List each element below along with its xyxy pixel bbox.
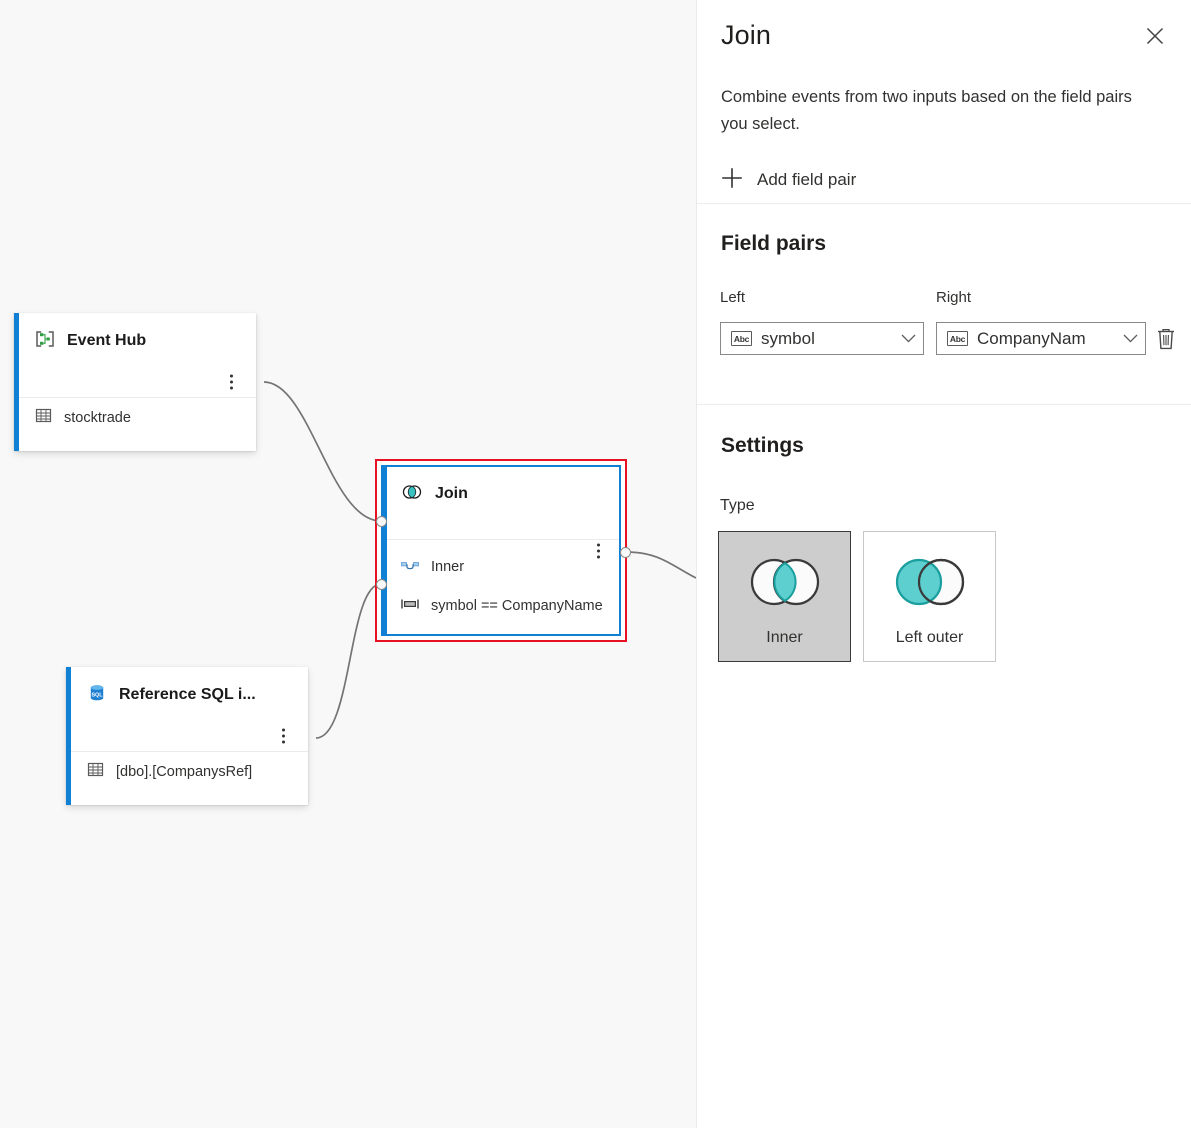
abc-type-icon: Abc — [947, 331, 968, 346]
panel-title: Join — [721, 20, 771, 50]
node-row-field-pair[interactable]: symbol == CompanyName — [387, 591, 619, 621]
node-divider — [387, 539, 619, 540]
port-join-input-top[interactable] — [376, 516, 387, 527]
node-more-menu-icon[interactable] — [230, 372, 234, 393]
panel-divider-top — [697, 203, 1191, 204]
right-field-value: CompanyNam — [977, 328, 1086, 348]
right-column-label: Right — [936, 289, 972, 306]
node-join[interactable]: Join Inner symbol == Co — [375, 459, 631, 642]
join-type-option-inner[interactable]: Inner — [718, 531, 851, 662]
venn-inner-icon — [740, 554, 830, 615]
sql-database-icon: SQL — [87, 683, 107, 708]
chevron-down-icon[interactable] — [893, 334, 923, 343]
join-type-option-label: Left outer — [895, 629, 964, 646]
field-pairs-heading: Field pairs — [721, 232, 827, 255]
panel-description: Combine events from two inputs based on … — [721, 88, 1132, 133]
type-label: Type — [720, 497, 755, 514]
svg-text:SQL: SQL — [91, 692, 103, 698]
port-join-input-bottom[interactable] — [376, 579, 387, 590]
venn-left-outer-icon — [885, 554, 975, 615]
edge-sqlref-to-join — [315, 583, 382, 739]
close-icon[interactable] — [1135, 16, 1175, 56]
node-more-menu-icon[interactable] — [282, 726, 286, 747]
node-row-stream[interactable]: stocktrade — [19, 403, 256, 433]
node-row-label: stocktrade — [64, 410, 131, 426]
node-event-hub[interactable]: Event Hub stocktrade — [14, 313, 263, 701]
node-row-label: Inner — [431, 559, 465, 575]
left-field-dropdown[interactable]: Abc symbol — [720, 322, 924, 355]
join-type-option-left-outer[interactable]: Left outer — [863, 531, 996, 662]
node-divider — [19, 397, 256, 398]
table-icon — [35, 407, 52, 429]
node-header: SQL Reference SQL i... — [71, 667, 308, 723]
trash-icon[interactable] — [1152, 325, 1180, 353]
add-field-pair-label: Add field pair — [757, 170, 857, 189]
node-accent-bar — [66, 667, 71, 805]
add-field-pair-button[interactable]: Add field pair — [721, 163, 856, 197]
node-reference-sql-input[interactable]: SQL Reference SQL i... [dbo].[CompanysRe… — [66, 667, 308, 805]
join-type-option-label: Inner — [766, 629, 803, 646]
node-title: Reference SQL i... — [119, 686, 256, 703]
node-more-menu-icon[interactable] — [597, 540, 601, 561]
left-field-value: symbol — [761, 328, 815, 348]
join-venn-icon — [401, 484, 423, 505]
node-title: Join — [435, 485, 468, 502]
edge-eventhub-to-join — [263, 381, 382, 522]
node-accent-bar — [14, 313, 19, 451]
node-title: Event Hub — [67, 332, 147, 349]
right-field-dropdown[interactable]: Abc CompanyNam — [936, 322, 1146, 355]
plus-icon — [721, 167, 743, 194]
abc-type-icon: Abc — [731, 331, 752, 346]
node-surface — [14, 313, 256, 451]
node-surface — [66, 667, 308, 805]
panel-divider-middle — [697, 404, 1191, 405]
chevron-down-icon[interactable] — [1115, 334, 1145, 343]
node-row-label: [dbo].[CompanysRef] — [116, 764, 253, 780]
join-type-icon — [401, 558, 419, 577]
left-column-label: Left — [720, 289, 746, 306]
settings-heading: Settings — [721, 434, 804, 457]
port-join-output[interactable] — [620, 547, 631, 558]
edge-join-output — [625, 551, 696, 579]
node-row-label: symbol == CompanyName — [431, 598, 603, 614]
pipeline-canvas[interactable]: Event Hub stocktrade — [0, 0, 696, 1128]
node-header: Event Hub — [19, 313, 256, 369]
node-accent-bar — [381, 465, 387, 636]
event-hub-icon — [35, 329, 55, 354]
node-row-join-type[interactable]: Inner — [387, 552, 619, 582]
node-divider — [71, 751, 308, 752]
table-icon — [87, 761, 104, 783]
field-pair-icon — [401, 597, 419, 616]
node-row-table[interactable]: [dbo].[CompanysRef] — [71, 757, 308, 787]
node-header: Join — [387, 465, 619, 523]
